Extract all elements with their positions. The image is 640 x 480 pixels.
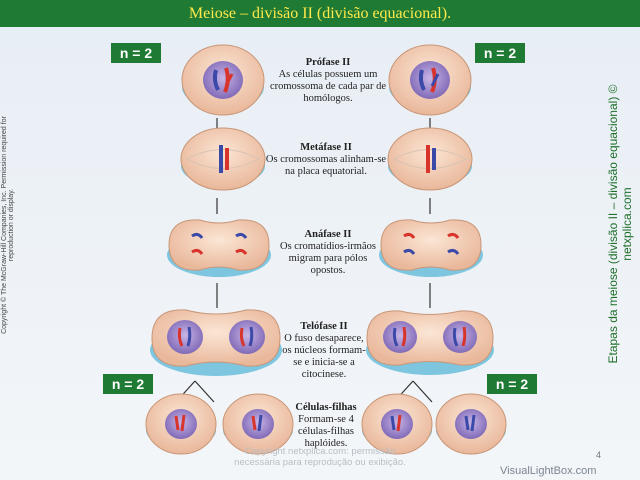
- cell-prophase-left: [181, 44, 265, 116]
- caption-title: Metáfase II: [300, 142, 352, 153]
- caption-title: Prófase II: [305, 57, 351, 68]
- cell-metaphase-right: [387, 127, 473, 191]
- daughter-cell-1: [145, 393, 217, 455]
- cell-anaphase-right: [379, 219, 483, 277]
- ploidy-badge-top-right: n = 2: [475, 43, 525, 63]
- cell-anaphase-left: [167, 219, 271, 277]
- caption-line: homólogos.: [303, 93, 353, 104]
- ploidy-badge-top-left: n = 2: [111, 43, 161, 63]
- cell-metaphase-left: [180, 127, 266, 191]
- caption-line: Formam-se 4: [298, 414, 354, 425]
- footer-line: necessária para reprodução ou exibição.: [234, 457, 406, 468]
- ploidy-badge-bottom-right: n = 2: [487, 374, 537, 394]
- caption-anaphase: Anáfase II Os cromatídios-irmãos migram …: [268, 229, 388, 277]
- mcgraw-hill-copyright: Copyright © The McGraw-Hill Companies, I…: [1, 116, 15, 334]
- caption-line: O fuso desaparece,: [284, 333, 364, 344]
- caption-title: Anáfase II: [304, 229, 352, 240]
- caption-title: Células-filhas: [295, 402, 357, 413]
- caption-line: As células possuem um: [278, 69, 378, 80]
- caption-title: Telófase II: [300, 321, 348, 332]
- page-number: 4: [596, 450, 602, 460]
- footer-copyright: Copyright netxplica.com: permissão neces…: [200, 446, 440, 468]
- footer-line: Copyright netxplica.com: permissão: [244, 446, 396, 457]
- daughter-cell-4: [435, 393, 507, 455]
- caption-line: opostos.: [310, 265, 346, 276]
- caption-line: migram para pólos: [288, 253, 368, 264]
- caption-line: os núcleos formam-: [282, 345, 366, 356]
- cell-telophase-right: [366, 310, 494, 375]
- watermark: VisualLightBox.com: [500, 465, 597, 477]
- caption-daughter-cells: Células-filhas Formam-se 4 células-filha…: [286, 402, 366, 450]
- caption-line: cromossoma de cada par de: [269, 81, 387, 92]
- ploidy-badge-bottom-left: n = 2: [103, 374, 153, 394]
- caption-line: na placa equatorial.: [285, 166, 367, 177]
- daughter-cell-3: [361, 393, 433, 455]
- caption-metaphase: Metáfase II Os cromossomas alinham-se na…: [258, 142, 394, 178]
- caption-line: haplóides.: [304, 438, 348, 449]
- cell-telophase-left: [150, 309, 282, 376]
- caption-line: Os cromossomas alinham-se: [265, 154, 387, 165]
- caption-line: se e inicia-se a: [293, 357, 355, 368]
- caption-prophase: Prófase II As células possuem um cromoss…: [262, 57, 394, 105]
- caption-telophase: Telófase II O fuso desaparece, os núcleo…: [278, 321, 370, 381]
- slide-title: Meiose – divisão II (divisão equacional)…: [0, 0, 640, 27]
- caption-line: células-filhas: [298, 426, 354, 437]
- side-caption: Etapas da meiose (divisão II – divisão e…: [606, 84, 634, 364]
- slide-body: [0, 27, 640, 480]
- daughter-cell-2: [222, 393, 294, 455]
- caption-line: Os cromatídios-irmãos: [280, 241, 376, 252]
- cell-prophase-right: [388, 44, 472, 116]
- caption-line: citocinese.: [301, 369, 347, 380]
